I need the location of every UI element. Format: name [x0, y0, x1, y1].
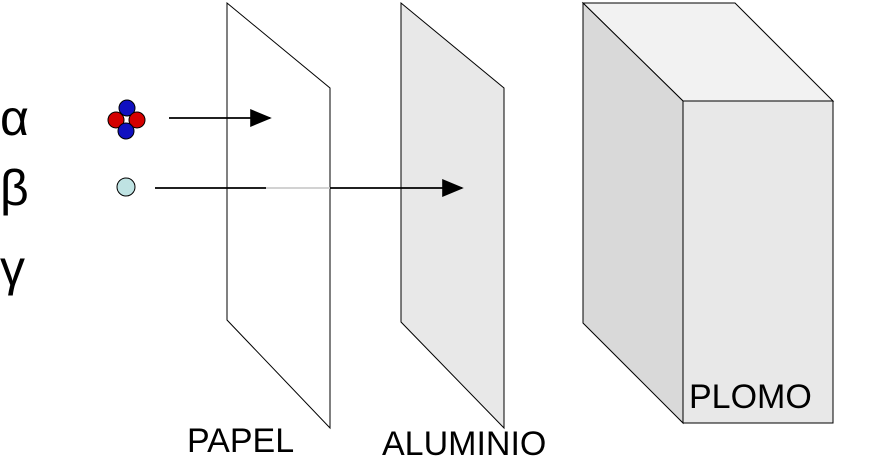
paper-sheet [226, 1, 331, 430]
paper-label: PAPEL [187, 422, 294, 460]
beta-particle [116, 177, 136, 197]
aluminium-sheet [400, 1, 505, 430]
alpha-symbol: α [0, 90, 29, 146]
alpha-particle [107, 99, 146, 140]
gamma-symbol: γ [0, 240, 25, 296]
lead-block [581, 1, 835, 425]
beta-symbol: β [0, 160, 29, 216]
lead-label: PLOMO [689, 378, 812, 416]
aluminium-label: ALUMINIO [382, 425, 546, 463]
